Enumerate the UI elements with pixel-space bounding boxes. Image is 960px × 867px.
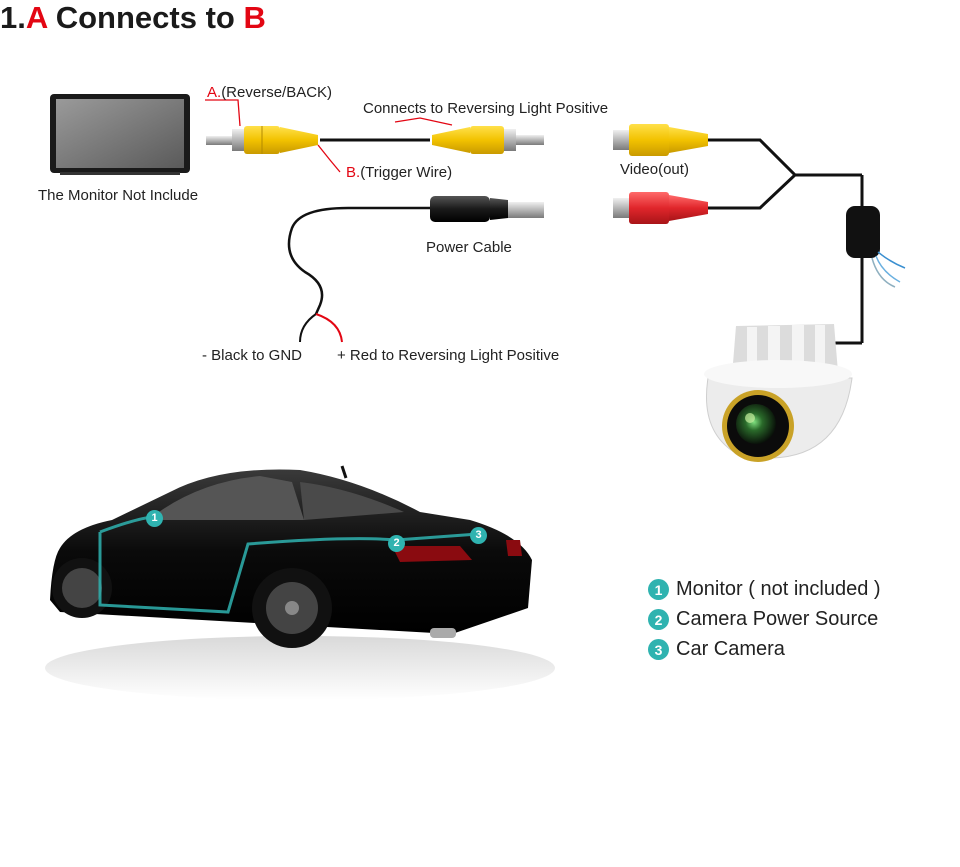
legend-number: 1 [648,579,669,600]
black-gnd-label: - Black to GND [202,347,303,364]
red-positive-label: + Red to Reversing Light Positive [337,347,560,364]
camera-cable [832,175,906,345]
title-a: A [25,0,48,35]
monitor-image [50,94,190,175]
car-image [45,465,555,700]
legend-number: 3 [648,639,669,660]
legend-number: 2 [648,609,669,630]
car-marker-2: 2 [388,533,405,552]
monitor-caption: The Monitor Not Include [38,187,199,204]
power-cable-label: Power Cable [426,239,512,256]
camera-rca-outputs [613,124,862,224]
camera-image [704,324,853,462]
trigger-label: B.(Trigger Wire) [346,164,453,181]
reverse-label: A.(Reverse/BACK) [207,84,333,101]
connects-label: Connects to Reversing Light Positive [363,100,609,117]
car-marker-1: 1 [146,508,163,527]
rca-extension-cable [205,99,544,173]
car-marker-3: 3 [470,525,487,544]
title-b: B [243,0,266,35]
video-out-label: Video(out) [620,161,689,178]
power-cable [287,196,544,343]
page-title: 1.A Connects to B [0,0,266,35]
